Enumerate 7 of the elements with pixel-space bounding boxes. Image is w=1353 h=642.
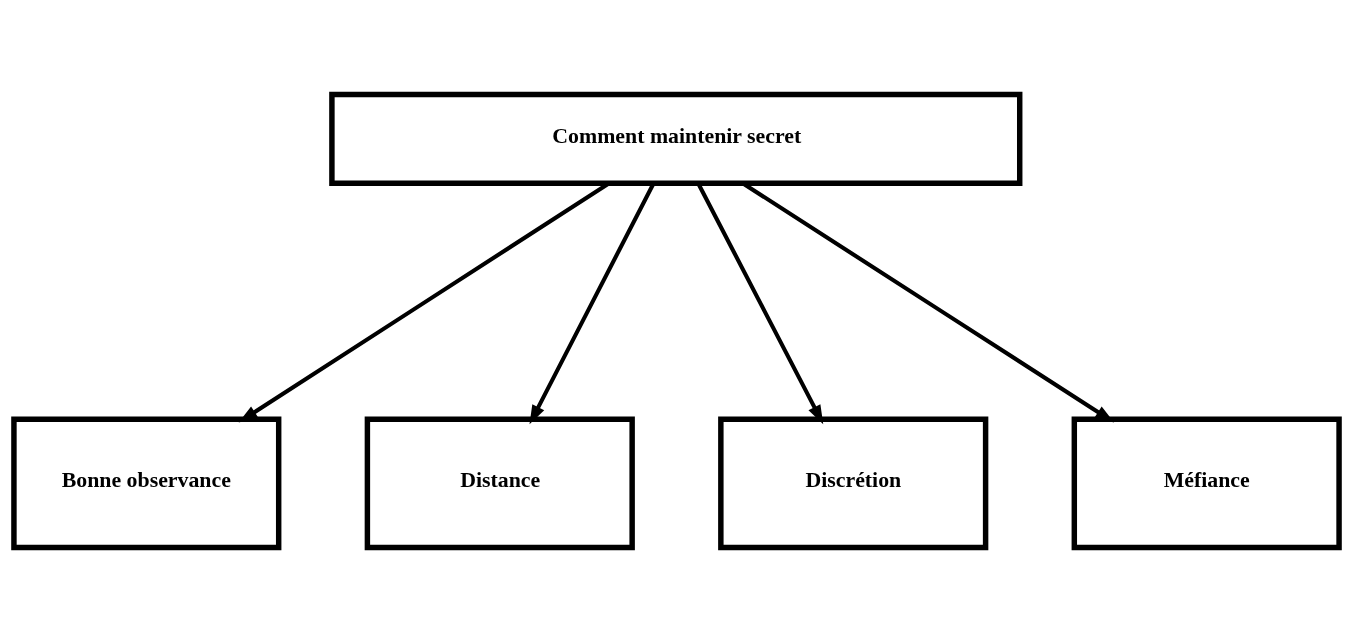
node-box: Méfiance — [1071, 416, 1342, 551]
node-box: Distance — [364, 416, 635, 551]
node-box: Bonne observance — [11, 416, 282, 551]
node-box: Discrétion — [718, 416, 989, 551]
arrow — [529, 182, 656, 425]
node-box: Comment maintenir secret — [329, 91, 1023, 186]
arrow — [696, 182, 824, 425]
